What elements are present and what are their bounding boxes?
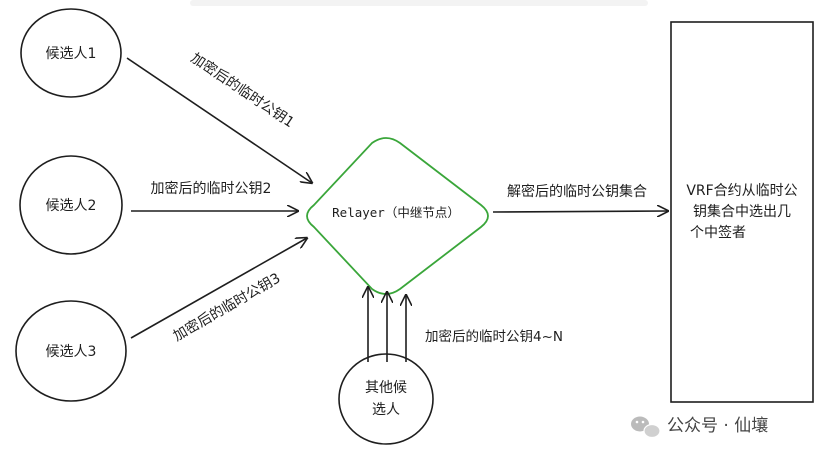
candidate-3-node — [15, 300, 127, 402]
vrf-contract-label-line1: VRF合约从临时公 — [686, 183, 797, 199]
candidate-1-label: 候选人1 — [46, 46, 97, 62]
edge-label-key3: 加密后的临时公钥3 — [170, 270, 283, 345]
candidate-3-label: 候选人3 — [46, 344, 97, 360]
relayer-node — [306, 137, 489, 295]
edge-label-key2: 加密后的临时公钥2 — [151, 180, 272, 197]
candidate-2-node — [19, 155, 123, 255]
watermark-text: 公众号 · 仙壤 — [667, 415, 768, 436]
top-strip — [190, 0, 648, 6]
vrf-contract-label-line2: 钥集合中选出几 — [693, 203, 791, 220]
vrf-contract-node — [670, 21, 814, 403]
wechat-icon — [631, 416, 661, 439]
other-candidates-label-line2: 选人 — [372, 402, 400, 418]
arrow-relayer-to-vrf — [492, 211, 668, 212]
candidate-2-label: 候选人2 — [46, 198, 97, 214]
relayer-label: Relayer（中继节点） — [332, 205, 460, 220]
other-candidates-node — [338, 353, 434, 445]
other-candidates-label-line1: 其他候 — [365, 380, 407, 396]
edge-label-decrypted: 解密后的临时公钥集合 — [507, 183, 647, 200]
edge-label-key1: 加密后的临时公钥1 — [188, 49, 298, 131]
arrow-candidate1-to-relayer — [126, 57, 312, 183]
vrf-contract-label-line3: 个中签者 — [690, 224, 746, 241]
candidate-1-node — [20, 8, 122, 98]
arrow-candidate3-to-relayer — [130, 238, 307, 339]
edge-label-key4n: 加密后的临时公钥4~N — [425, 328, 563, 345]
